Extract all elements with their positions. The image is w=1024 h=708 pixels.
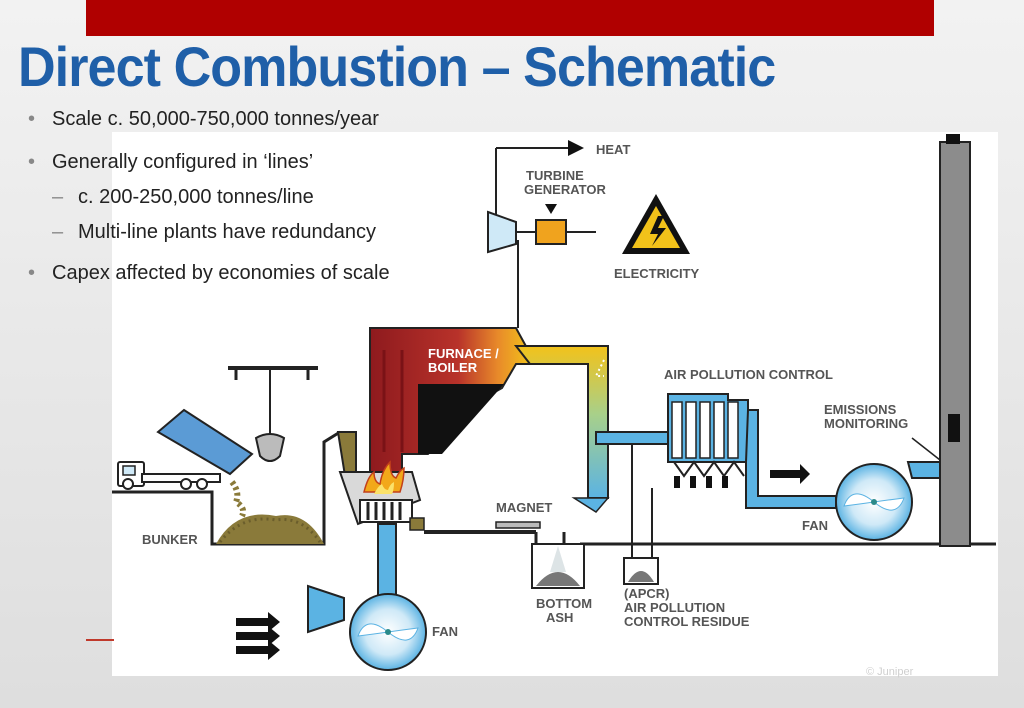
apcr-container xyxy=(623,557,659,585)
label-fan-right: FAN xyxy=(802,518,828,533)
label-bunker: BUNKER xyxy=(142,532,198,547)
schematic-svg: HEAT TURBINE GENERATOR ELECTRICITY AIR P… xyxy=(112,134,996,671)
flue-gas-duct xyxy=(513,345,610,513)
furnace-boiler xyxy=(338,327,532,526)
footer-accent-line xyxy=(86,639,114,641)
label-fan-left: FAN xyxy=(432,624,458,639)
bullet-marker: • xyxy=(28,262,36,284)
bullet-marker: • xyxy=(28,151,36,173)
label-generator: GENERATOR xyxy=(524,182,606,197)
label-air-pollution-control: AIR POLLUTION CONTROL xyxy=(664,367,833,382)
label-emissions: EMISSIONS xyxy=(824,402,897,417)
sub-bullet-item: –Multi-line plants have redundancy xyxy=(52,221,376,244)
label-apcr: (APCR) xyxy=(624,586,670,601)
label-heat: HEAT xyxy=(596,142,630,157)
air-pollution-control-unit xyxy=(651,393,749,566)
steam-line xyxy=(495,140,584,328)
title-accent-bar xyxy=(86,0,934,36)
fan-right-icon xyxy=(835,463,913,541)
heat-arrow-icon xyxy=(568,140,584,156)
bullet-text: Capex affected by economies of scale xyxy=(52,262,390,284)
primary-air-duct xyxy=(307,523,397,634)
bullet-marker: • xyxy=(28,108,36,130)
waste-pile xyxy=(216,480,324,544)
emissions-monitor-icon xyxy=(948,414,960,442)
air-intake-arrows xyxy=(236,612,280,660)
generator-icon xyxy=(535,204,596,245)
sub-bullet-marker: – xyxy=(52,221,64,243)
label-furnace: FURNACE / xyxy=(428,346,499,361)
fan-left-icon xyxy=(349,593,427,671)
sub-bullet-text: Multi-line plants have redundancy xyxy=(78,221,376,243)
grate xyxy=(359,499,425,531)
stack-inlet-duct xyxy=(906,461,941,479)
bullet-text: Generally configured in ‘lines’ xyxy=(52,151,314,173)
copyright-text: © Juniper xyxy=(866,666,914,678)
electricity-warning-icon xyxy=(622,194,690,254)
chimney-stack xyxy=(911,134,971,547)
label-electricity: ELECTRICITY xyxy=(614,266,700,281)
turbine-icon xyxy=(487,210,536,254)
magnet-icon xyxy=(495,521,541,529)
sub-bullet-marker: – xyxy=(52,186,64,208)
truck-icon xyxy=(117,408,254,490)
bullet-text: Scale c. 50,000-750,000 tonnes/year xyxy=(52,108,379,130)
label-ash: ASH xyxy=(546,610,573,625)
label-boiler: BOILER xyxy=(428,360,478,375)
label-control-residue: CONTROL RESIDUE xyxy=(624,614,750,629)
label-monitoring: MONITORING xyxy=(824,416,908,431)
label-bottom: BOTTOM xyxy=(536,596,592,611)
flame-icon xyxy=(363,460,405,494)
label-magnet: MAGNET xyxy=(496,500,552,515)
bullet-item: • Capex affected by economies of scale xyxy=(28,262,390,285)
sub-bullet-text: c. 200-250,000 tonnes/line xyxy=(78,186,314,208)
bullet-item: • Scale c. 50,000-750,000 tonnes/year xyxy=(28,108,379,131)
apc-outlet-duct xyxy=(745,409,837,509)
combustion-diagram: HEAT TURBINE GENERATOR ELECTRICITY AIR P… xyxy=(112,132,998,676)
label-air-pollution: AIR POLLUTION xyxy=(624,600,725,615)
bullet-item: • Generally configured in ‘lines’ xyxy=(28,151,313,174)
flow-arrow-icon xyxy=(770,464,810,484)
label-turbine: TURBINE xyxy=(526,168,584,183)
sub-bullet-item: –c. 200-250,000 tonnes/line xyxy=(52,186,314,209)
slide-title: Direct Combustion – Schematic xyxy=(18,35,776,98)
crane-grab-icon xyxy=(228,366,318,462)
bottom-ash-pile xyxy=(531,543,585,589)
